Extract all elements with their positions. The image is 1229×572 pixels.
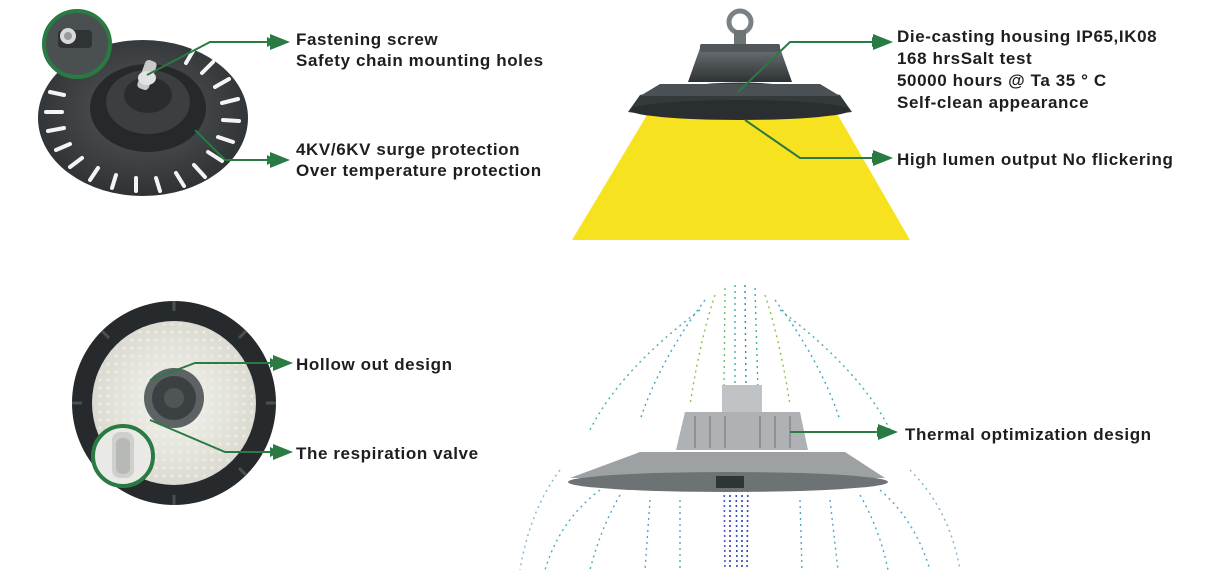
thermal-airflow-view <box>519 284 961 571</box>
callout-line: 50000 hours @ Ta 35 ° C <box>897 71 1107 90</box>
screw-zoom-icon <box>42 9 112 79</box>
callout-line: Die-casting housing IP65,IK08 <box>897 27 1158 46</box>
arrow-icon <box>737 37 882 93</box>
callout-line: Self-clean appearance <box>897 93 1090 112</box>
housing-callout: Die-casting housing IP65,IK08 168 hrsSal… <box>897 26 1157 114</box>
respiration-callout: The respiration valve <box>296 444 479 463</box>
callout-line: 4KV/6KV surge protection <box>296 140 521 159</box>
thermal-callout: Thermal optimization design <box>905 425 1152 444</box>
fastening-callout: Fastening screw Safety chain mounting ho… <box>296 29 544 71</box>
callout-line: Over temperature protection <box>296 161 542 180</box>
callout-line: 168 hrsSalt test <box>897 49 1033 68</box>
arrow-icon <box>149 358 280 381</box>
arrow-icon <box>149 419 280 457</box>
arrow-icon <box>146 37 277 76</box>
callout-line: Fastening screw <box>296 30 439 49</box>
lumen-callout: High lumen output No flickering <box>897 150 1174 169</box>
valve-zoom-icon <box>91 424 155 488</box>
callout-line: Safety chain mounting holes <box>296 51 544 70</box>
surge-callout: 4KV/6KV surge protection Over temperatur… <box>296 139 542 181</box>
light-side-view <box>572 8 910 240</box>
hollow-callout: Hollow out design <box>296 355 453 374</box>
arrow-icon <box>194 129 277 165</box>
light-back-view <box>38 40 248 196</box>
arrow-icon <box>744 119 882 163</box>
